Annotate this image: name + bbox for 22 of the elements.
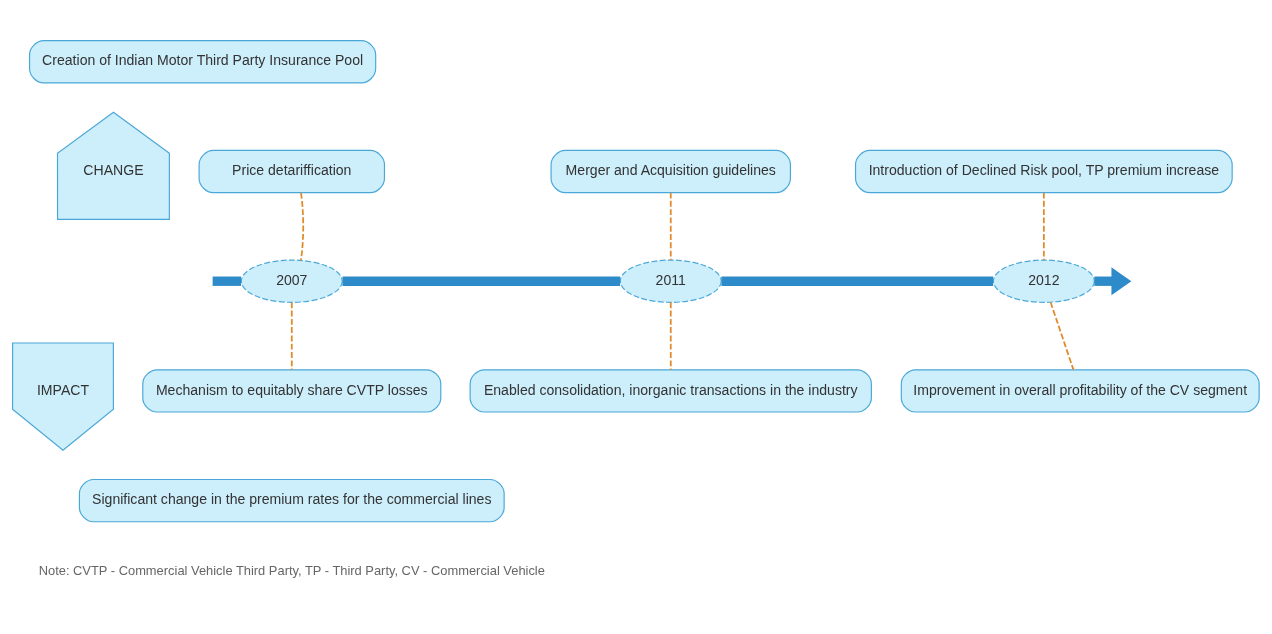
node-box: Price detariffication bbox=[198, 149, 386, 194]
node-box: Introduction of Declined Risk pool, TP premium increase bbox=[854, 149, 1233, 194]
node-box: Merger and Acquisition guidelines bbox=[550, 149, 791, 194]
connector bbox=[1049, 301, 1075, 371]
connector bbox=[212, 276, 242, 286]
connector bbox=[300, 192, 305, 262]
node-ellipse: 2011 bbox=[619, 259, 722, 303]
node-box: Enabled consolidation, inorganic transactions in the industry bbox=[469, 369, 872, 413]
node-box: Significant change in the premium rates for the commercial lines bbox=[78, 478, 505, 523]
label: Note: CVTP - Commercial Vehicle Third Party, TP - Third Party, CV - Commercial Vehicle bbox=[38, 563, 545, 579]
node-box: Improvement in overall profitability of the CV segment bbox=[900, 369, 1260, 413]
connector bbox=[669, 301, 672, 371]
connector bbox=[721, 276, 994, 286]
connector bbox=[1042, 192, 1045, 261]
node-ellipse: 2012 bbox=[992, 259, 1095, 303]
arrow bbox=[1094, 267, 1132, 296]
connector bbox=[290, 301, 293, 371]
node-ellipse: 2007 bbox=[240, 259, 343, 303]
node-box: Mechanism to equitably share CVTP losses bbox=[142, 369, 442, 413]
connector bbox=[669, 192, 672, 261]
node-box: Creation of Indian Motor Third Party Insurance Pool bbox=[28, 40, 377, 84]
connector bbox=[342, 276, 621, 286]
